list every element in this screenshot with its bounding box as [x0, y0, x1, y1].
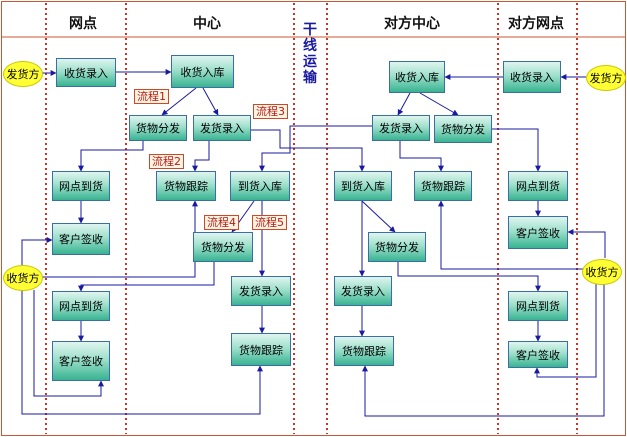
trunk-char: 干 [303, 22, 317, 38]
cargo-dispatch-peer-1: 货物分发 [434, 115, 492, 143]
outlet-arrive-right-2: 网点到货 [508, 291, 568, 321]
flow-tag-1: 流程1 [134, 89, 169, 104]
receive-entry-right: 收货录入 [503, 61, 561, 93]
customer-sign-left-1: 客户签收 [52, 223, 110, 255]
cargo-track-center-2: 货物跟踪 [231, 333, 291, 366]
cargo-dispatch-center-2: 货物分发 [193, 232, 253, 262]
flow-tag-2: 流程2 [149, 154, 184, 169]
flow-tag-5: 流程5 [252, 215, 287, 230]
receiver-left: 收货方 [3, 265, 43, 291]
column-title-center: 中心 [193, 16, 221, 32]
customer-sign-right-2: 客户签收 [508, 341, 568, 368]
flow-tag-4: 流程4 [204, 215, 239, 230]
cargo-track-center-1: 货物跟踪 [156, 171, 216, 201]
ship-entry-center-2: 发货录入 [231, 276, 291, 306]
trunk-char: 运 [303, 54, 317, 70]
receive-entry-left: 收货录入 [56, 58, 116, 87]
column-title-outlet: 网点 [69, 16, 97, 32]
cargo-track-peer-2: 货物跟踪 [334, 336, 394, 366]
arrows [21, 69, 606, 417]
cargo-dispatch-peer-2: 货物分发 [368, 232, 426, 262]
shipper-right: 发货方 [586, 65, 626, 91]
ship-entry-peer-2: 发货录入 [334, 276, 392, 306]
outlet-arrive-left-1: 网点到货 [52, 171, 110, 201]
cargo-track-peer-1: 货物跟踪 [414, 171, 472, 201]
trunk-char: 线 [303, 38, 317, 54]
trunk-char: 输 [303, 70, 317, 86]
outlet-arrive-right-1: 网点到货 [508, 171, 568, 201]
shipper-left: 发货方 [3, 61, 43, 87]
column-title-peer-center: 对方中心 [384, 16, 440, 32]
receiver-right: 收货方 [582, 259, 622, 285]
cargo-dispatch-center-1: 货物分发 [129, 115, 187, 141]
column-dividers [45, 3, 578, 434]
ship-entry-center-1: 发货录入 [193, 115, 251, 141]
receive-store-center: 收货入库 [171, 55, 234, 88]
customer-sign-right-1: 客户签收 [508, 216, 568, 249]
receive-store-peer: 收货入库 [389, 61, 445, 93]
outlet-arrive-left-2: 网点到货 [52, 291, 110, 321]
trunk-transport-label: 干 线 运 输 [302, 22, 318, 86]
ship-entry-peer-1: 发货录入 [372, 115, 430, 141]
customer-sign-left-2: 客户签收 [52, 341, 110, 381]
arrive-store-center: 到货入库 [230, 171, 290, 201]
column-title-peer-outlet: 对方网点 [508, 16, 564, 32]
flow-tag-3: 流程3 [253, 104, 288, 119]
arrive-store-peer: 到货入库 [334, 171, 392, 201]
